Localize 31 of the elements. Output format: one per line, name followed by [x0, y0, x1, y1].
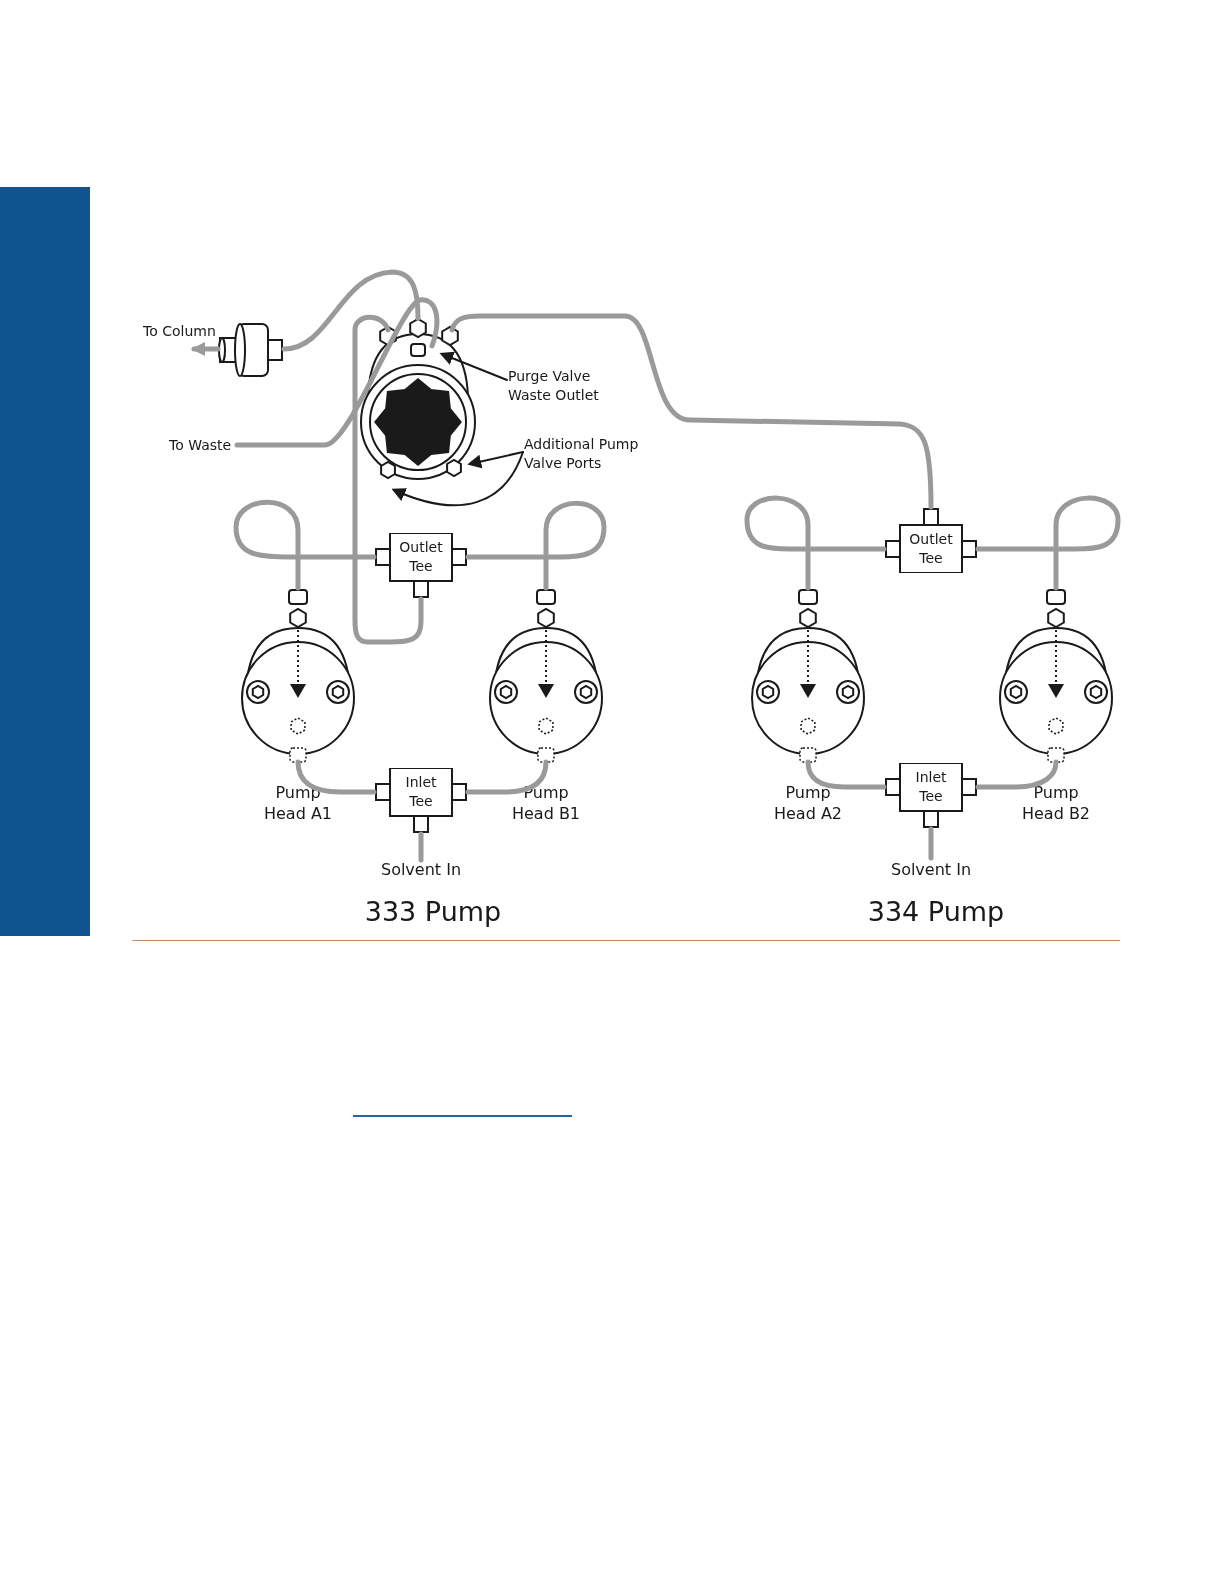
callout-label: Additional Pump Valve Ports — [524, 435, 656, 473]
tubing-line — [281, 269, 421, 352]
leader-arrow — [439, 351, 508, 381]
fitting-label: Inlet Tee — [404, 773, 438, 811]
fitting-label: Outlet Tee — [908, 530, 954, 568]
pump-head-label: Pump Head A2 — [772, 782, 843, 824]
pump-model-label: 333 Pump — [363, 896, 503, 927]
callout-label: To Column — [143, 322, 221, 341]
tubing-line — [418, 831, 424, 863]
leader-arrow — [391, 451, 524, 507]
tubing-line — [744, 495, 887, 591]
tubing-line — [352, 314, 424, 645]
tubing-line — [233, 499, 377, 591]
pump-head-label: Pump Head A1 — [262, 782, 333, 824]
callout-label: Solvent In — [379, 860, 463, 879]
tubing-line — [928, 826, 934, 861]
sidebar-band — [0, 187, 90, 936]
tubing-line — [295, 759, 377, 795]
callout-label: Solvent In — [889, 860, 973, 879]
tubing-line — [975, 495, 1121, 591]
fitting-label: Outlet Tee — [398, 538, 444, 576]
tubing-line — [449, 313, 934, 510]
leader-arrow — [467, 451, 524, 469]
tubing-line — [465, 500, 607, 591]
callout-label: To Waste — [169, 436, 237, 455]
callout-label: Purge Valve Waste Outlet — [508, 367, 616, 405]
tubing-line — [234, 297, 440, 448]
tubing-arrow — [191, 342, 221, 356]
pump-head-label: Pump Head B2 — [1020, 782, 1092, 824]
fitting-label: Inlet Tee — [914, 768, 948, 806]
pump-model-label: 334 Pump — [866, 896, 1006, 927]
